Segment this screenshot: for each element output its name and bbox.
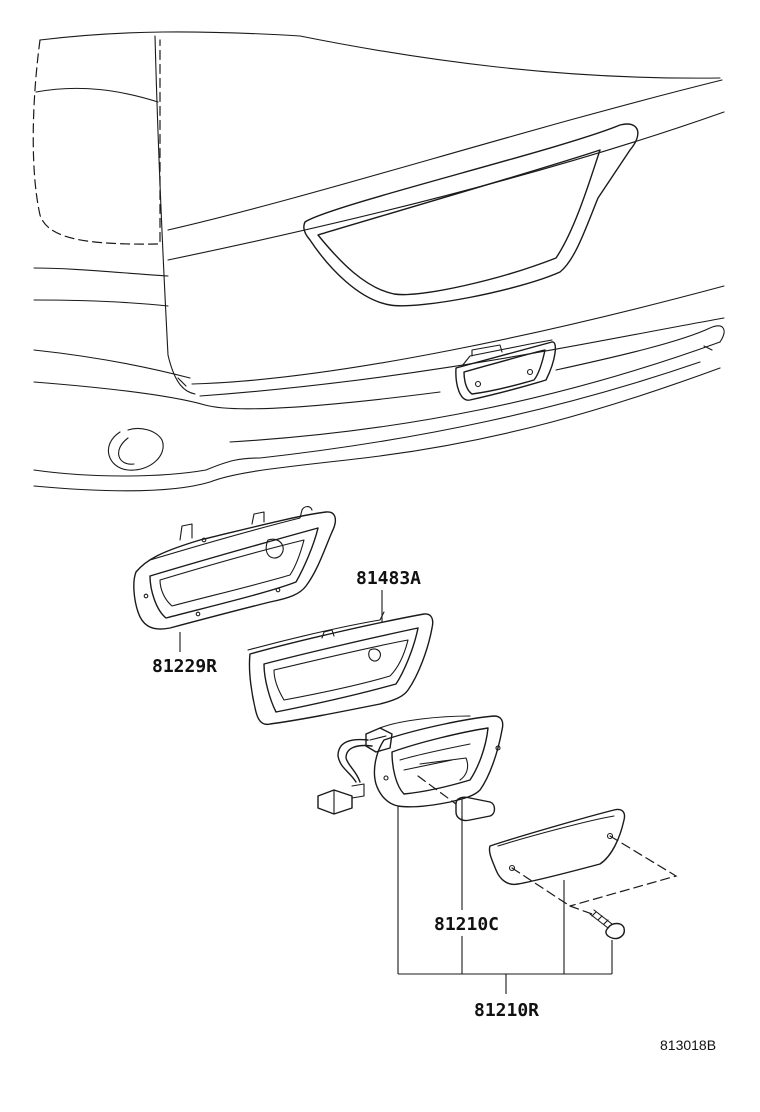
part-81483a-gasket bbox=[247, 611, 434, 726]
part-81210r-screw bbox=[569, 905, 626, 940]
label-81483a: 81483A bbox=[356, 568, 421, 589]
label-81210r: 81210R bbox=[474, 1000, 539, 1021]
part-81210r-lens bbox=[488, 808, 678, 907]
leader-lines bbox=[179, 590, 613, 994]
part-81229r-bezel bbox=[133, 506, 337, 630]
label-81210c: 81210C bbox=[434, 914, 499, 935]
part-81210c-bulb bbox=[417, 775, 496, 822]
diagram-ref-number: 813018B bbox=[660, 1037, 716, 1053]
part-81210r-lamp-assembly bbox=[317, 715, 504, 815]
vehicle-rear-bumper bbox=[32, 31, 725, 492]
label-81229r: 81229R bbox=[152, 656, 217, 677]
